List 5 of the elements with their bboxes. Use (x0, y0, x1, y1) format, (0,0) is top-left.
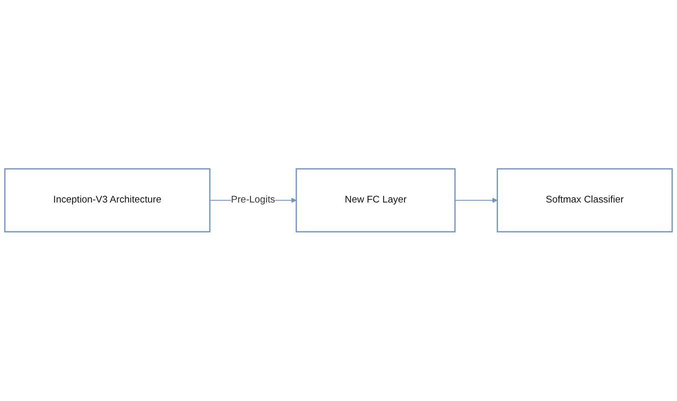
edge-label: Pre-Logits (231, 195, 276, 206)
arrow (454, 198, 498, 204)
node-box: New FC Layer (296, 168, 456, 233)
node-box: Softmax Classifier (496, 168, 673, 233)
node-box: Inception-V3 Architecture (4, 168, 210, 233)
